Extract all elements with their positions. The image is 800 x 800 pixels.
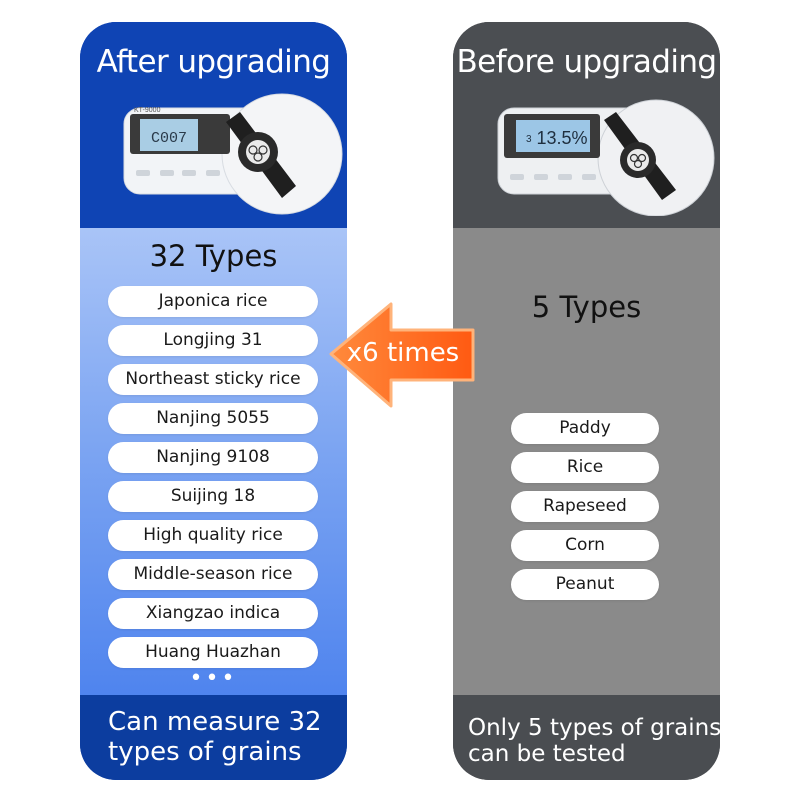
after-title: After upgrading [96,44,331,80]
before-footer-line1: Only 5 types of grains [468,715,720,741]
after-footer-text: Can measure 32 types of grains [108,707,337,767]
device-display-text: 13.5% [536,128,587,148]
before-title: Before upgrading [456,44,718,80]
after-type-count: 32 Types [149,239,278,273]
grain-item: High quality rice [108,520,318,551]
before-grain-list: 5 Types Paddy Rice Rapeseed Corn Peanut [453,228,720,695]
grain-item: Japonica rice [108,286,318,317]
grain-item: Peanut [511,569,659,600]
multiplier-label: x6 times [346,338,460,368]
grain-item: Nanjing 9108 [108,442,318,473]
before-footer-line2: can be tested [468,741,626,767]
grain-item: Nanjing 5055 [108,403,318,434]
before-footer: Only 5 types of grains can be tested [453,695,720,780]
grain-item: Rapeseed [511,491,659,522]
device-model-text: KT-9000 [134,107,161,114]
after-grain-list: 32 Types Japonica rice Longjing 31 North… [80,228,347,695]
grain-item: Longjing 31 [108,325,318,356]
before-type-count: 5 Types [531,290,642,324]
after-footer-line2: types of grains [108,737,302,767]
device-display-text: C007 [151,130,187,147]
grain-item: Paddy [511,413,659,444]
grain-item: Huang Huazhan [108,637,318,668]
grain-item: Corn [511,530,659,561]
before-footer-text: Only 5 types of grains can be tested [468,715,720,767]
left-arrow-icon [329,302,475,408]
device-index-text: 3 [526,134,532,145]
after-footer: Can measure 32 types of grains [80,695,347,780]
moisture-meter-old-image: 3 13.5% [497,99,715,216]
grain-item: Rice [511,452,659,483]
grain-item: Suijing 18 [108,481,318,512]
grain-item: Middle-season rice [108,559,318,590]
grain-item: Xiangzao indica [108,598,318,629]
more-dots: ••• [189,666,238,691]
moisture-meter-new-image: C007 KT-9000 [123,93,343,215]
grain-item: Northeast sticky rice [108,364,318,395]
after-footer-line1: Can measure 32 [108,707,322,737]
